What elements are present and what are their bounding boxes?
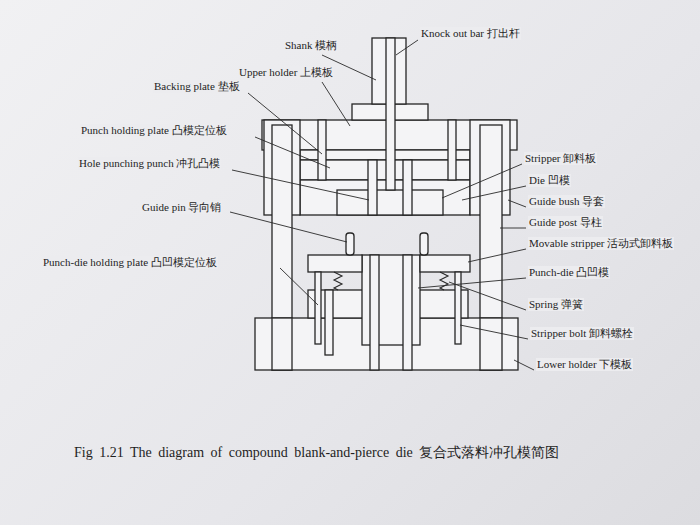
part-label: Stripper 卸料板 bbox=[524, 152, 597, 165]
part-label: Spring 弹簧 bbox=[528, 298, 584, 311]
part-label: Guide pin 导向销 bbox=[141, 201, 222, 214]
part-label: Upper holder 上模板 bbox=[238, 66, 334, 79]
part-label: Movable stripper 活动式卸料板 bbox=[528, 237, 674, 250]
figure-caption: Fig 1.21 The diagram of compound blank-a… bbox=[74, 444, 559, 462]
part-label: Punch-die holding plate 凸凹模定位板 bbox=[42, 256, 218, 269]
part-label: Punch-die 凸凹模 bbox=[528, 266, 610, 279]
part-label: Lower holder 下模板 bbox=[536, 358, 633, 371]
part-label: Shank 模柄 bbox=[284, 39, 338, 52]
part-label: Guide bush 导套 bbox=[528, 195, 605, 208]
part-label: Backing plate 垫板 bbox=[153, 80, 241, 93]
part-label: Guide post 导柱 bbox=[528, 216, 603, 229]
part-label: Die 凹模 bbox=[528, 174, 571, 187]
part-label: Hole punching punch 冲孔凸模 bbox=[78, 157, 221, 170]
part-label: Punch holding plate 凸模定位板 bbox=[80, 124, 228, 137]
part-label: Stripper bolt 卸料螺栓 bbox=[530, 327, 634, 340]
part-label: Knock out bar 打出杆 bbox=[420, 27, 521, 40]
